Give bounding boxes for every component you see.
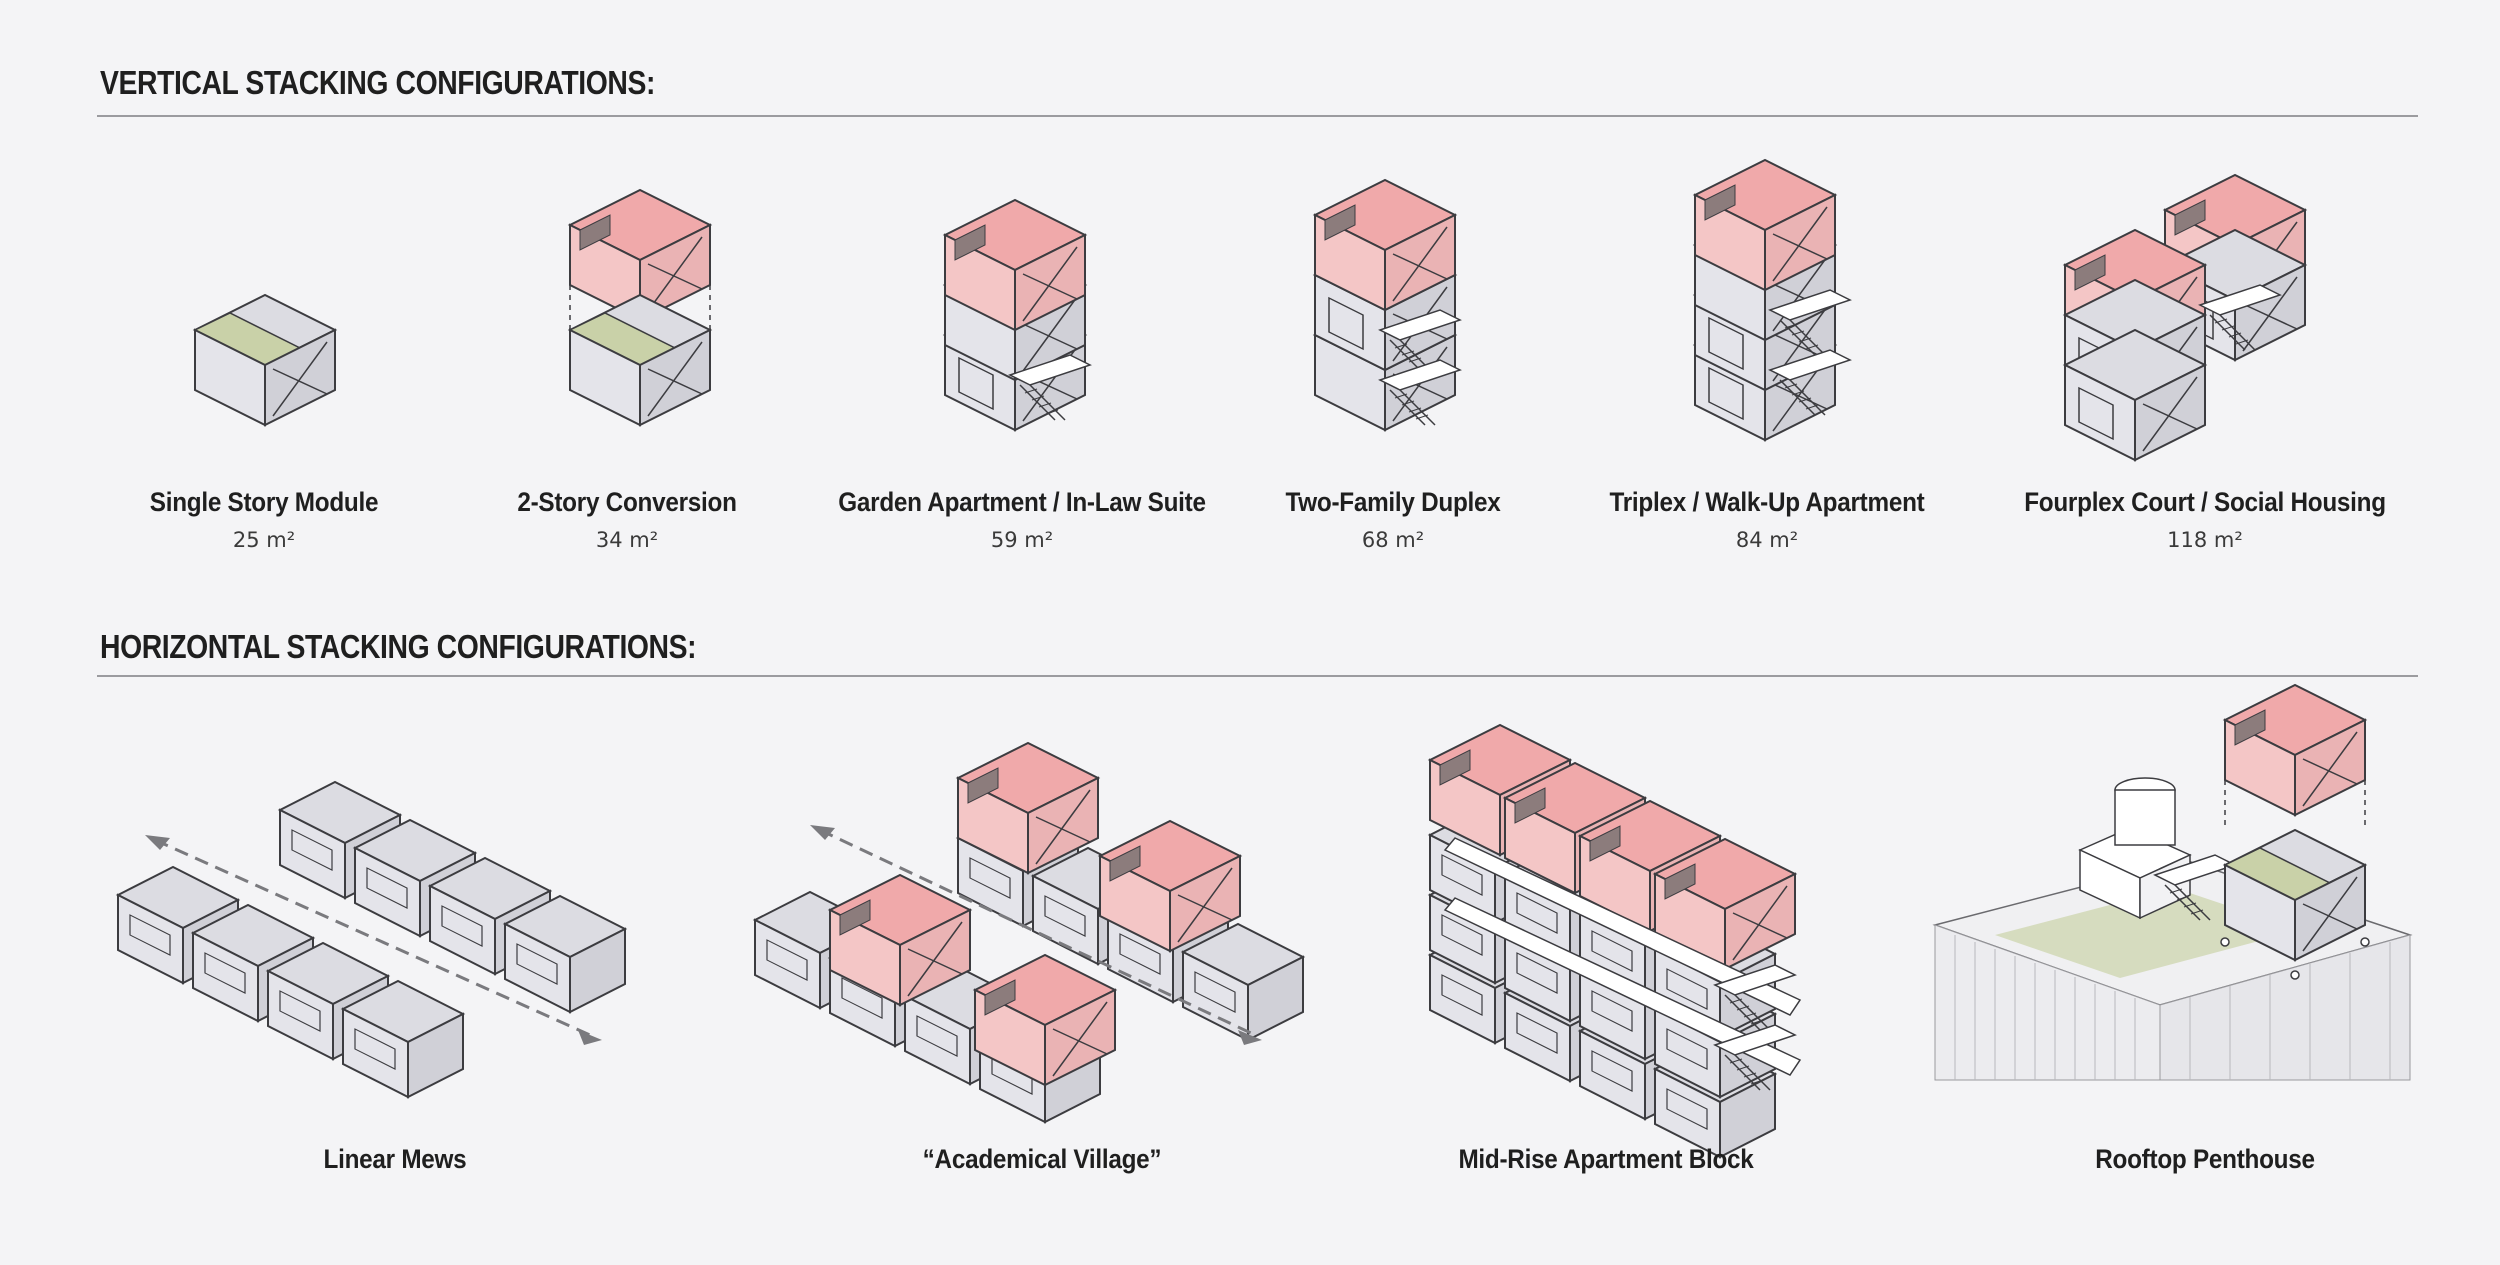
two-family-duplex-illustration [1314, 179, 1461, 431]
single-story-module-illustration [194, 294, 336, 426]
config-name: Garden Apartment / In-Law Suite [838, 487, 1206, 517]
horizontal-config-caption: Linear Mews [175, 1144, 615, 1175]
config-area: 59 m² [990, 528, 1054, 552]
vertical-config-caption: Garden Apartment / In-Law Suite 59 m² [802, 487, 1242, 552]
config-area: 118 m² [2167, 528, 2243, 552]
vertical-section-title: VERTICAL STACKING CONFIGURATIONS: [100, 64, 655, 101]
config-area: 34 m² [595, 528, 659, 552]
rooftop-penthouse-illustration [1932, 684, 2413, 1081]
config-name: Two-Family Duplex [1285, 487, 1501, 517]
two-story-conversion-illustration [569, 189, 711, 426]
fourplex-illustration [2064, 174, 2306, 461]
triplex-illustration [1694, 159, 1851, 441]
config-area: 68 m² [1361, 528, 1425, 552]
vertical-config-caption: Fourplex Court / Social Housing 118 m² [1985, 487, 2425, 552]
config-name: Rooftop Penthouse [2095, 1144, 2315, 1174]
mid-rise-apartment-block-illustration [1429, 724, 1802, 1158]
horizontal-config-caption: Mid-Rise Apartment Block [1386, 1144, 1826, 1175]
vertical-config-caption: Triplex / Walk-Up Apartment 84 m² [1547, 487, 1987, 552]
config-area: 25 m² [232, 528, 296, 552]
config-name: Linear Mews [323, 1144, 467, 1174]
vertical-config-caption: Single Story Module 25 m² [44, 487, 484, 552]
config-name: Mid-Rise Apartment Block [1458, 1144, 1754, 1174]
horizontal-config-caption: “Academical Village” [822, 1144, 1262, 1175]
config-name: Triplex / Walk-Up Apartment [1609, 487, 1925, 517]
config-name: 2-Story Conversion [517, 487, 737, 517]
horizontal-section-title: HORIZONTAL STACKING CONFIGURATIONS: [100, 628, 697, 665]
vertical-config-caption: Two-Family Duplex 68 m² [1173, 487, 1613, 552]
horizontal-config-caption: Rooftop Penthouse [1985, 1144, 2425, 1175]
vertical-section-divider [97, 115, 2418, 117]
academical-village-illustration [754, 742, 1304, 1123]
garden-apartment-illustration [944, 199, 1091, 431]
config-area: 84 m² [1735, 528, 1799, 552]
config-name: Single Story Module [149, 487, 379, 517]
linear-mews-illustration [117, 781, 626, 1098]
config-name: “Academical Village” [922, 1144, 1162, 1174]
horizontal-section-divider [97, 675, 2418, 677]
config-name: Fourplex Court / Social Housing [2024, 487, 2386, 517]
vertical-config-caption: 2-Story Conversion 34 m² [407, 487, 847, 552]
